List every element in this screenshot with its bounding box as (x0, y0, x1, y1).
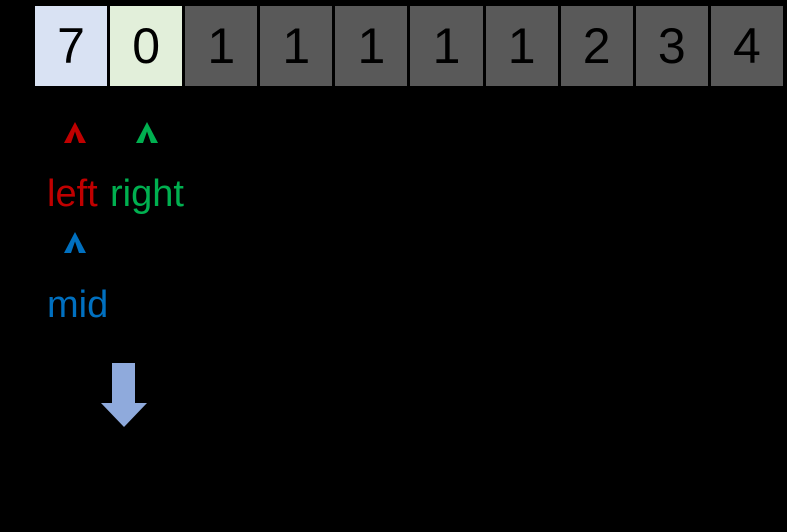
right-pointer-label: right (110, 173, 184, 215)
arrow-down-icon (101, 363, 147, 427)
array-cell: 7 (35, 6, 108, 86)
mid-pointer-label: mid (47, 284, 109, 326)
array-cell: 1 (485, 6, 558, 86)
array-cell: 0 (110, 6, 183, 86)
array-cell: 4 (710, 6, 783, 86)
array-cell: 3 (635, 6, 708, 86)
array-cell: 1 (335, 6, 408, 86)
caret-shape (136, 122, 158, 143)
array-cell: 1 (185, 6, 258, 86)
caret-shape (64, 232, 86, 253)
left-pointer-label: left (47, 173, 98, 215)
array-cell: 1 (260, 6, 333, 86)
left-pointer-caret-icon (64, 122, 86, 143)
array-cell: 2 (560, 6, 633, 86)
caret-shape (64, 122, 86, 143)
mid-pointer-caret-icon (64, 232, 86, 253)
array-cell: 1 (410, 6, 483, 86)
arrow-shape (101, 363, 147, 427)
right-pointer-caret-icon (136, 122, 158, 143)
